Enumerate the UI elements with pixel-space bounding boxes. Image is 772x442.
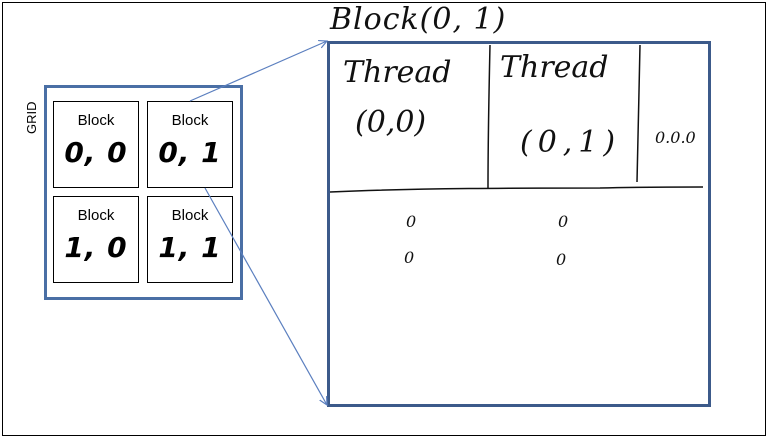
block-index: 0, 1	[158, 136, 222, 169]
block-label: Block	[77, 207, 115, 224]
grid-container	[44, 85, 243, 300]
block-label: Block	[171, 207, 209, 224]
block-0-1: Block 0, 1	[147, 101, 233, 188]
arrow-top	[189, 41, 327, 102]
arrow-bottom	[204, 187, 327, 405]
diagram-frame	[2, 2, 766, 436]
thread-0-label: Thread	[343, 55, 452, 90]
block-index: 1, 1	[158, 231, 222, 264]
zoom-title: Block(0, 1)	[330, 2, 507, 37]
thread-1-label: Thread	[500, 50, 609, 85]
block-0-0: Block 0, 0	[53, 101, 139, 188]
thread-divider-2	[636, 44, 641, 183]
block-zoom-box	[327, 41, 711, 407]
block-1-0: Block 1, 0	[53, 196, 139, 283]
thread-0-index: (0,0)	[355, 105, 427, 140]
vertical-ellipsis-1a: 0	[406, 212, 417, 231]
horizontal-ellipsis: 0.0.0	[655, 128, 696, 147]
vertical-ellipsis-1b: 0	[404, 248, 415, 267]
block-label: Block	[77, 112, 115, 129]
thread-row-line	[329, 186, 704, 193]
block-index: 0, 0	[64, 136, 128, 169]
block-label: Block	[171, 112, 209, 129]
thread-1-index: (0,1)	[520, 125, 622, 160]
block-1-1: Block 1, 1	[147, 196, 233, 283]
vertical-ellipsis-2a: 0	[558, 212, 569, 231]
thread-divider-1	[487, 44, 491, 189]
vertical-ellipsis-2b: 0	[556, 250, 567, 269]
block-index: 1, 0	[64, 231, 128, 264]
